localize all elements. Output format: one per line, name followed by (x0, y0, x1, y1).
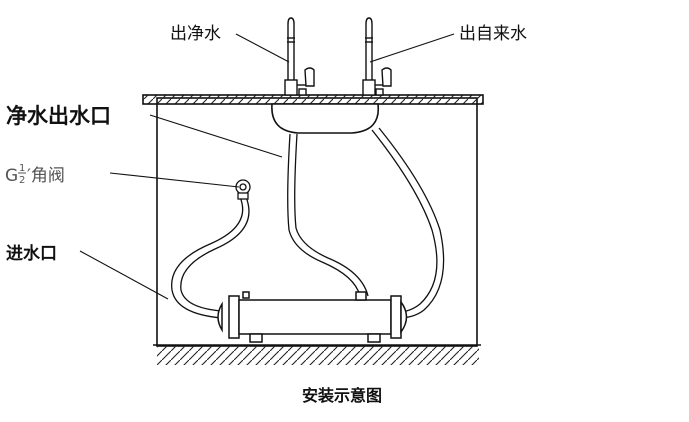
label-water-inlet: 进水口 (6, 243, 57, 264)
leader-angle-valve (109, 172, 240, 188)
angle-valve-suffix: ′角阀 (27, 166, 65, 186)
tap-water-hose (371, 127, 445, 319)
angle-valve-num: 1 (19, 163, 25, 174)
angle-valve-den: 2 (19, 175, 25, 186)
tap-water-faucet (362, 17, 392, 96)
pure-water-hose (287, 133, 369, 297)
leader-outlet (149, 114, 283, 158)
label-tap-water: 出自来水 (459, 24, 527, 44)
label-angle-valve: G 1 2 ′角阀 (5, 163, 65, 186)
leader-inlet (79, 250, 169, 300)
pure-water-faucet (284, 17, 315, 96)
floor-hatch (157, 345, 479, 365)
label-pure-water-outlet: 净水出水口 (6, 104, 111, 128)
label-pure-water: 出净水 (170, 24, 221, 44)
diagram-caption: 安装示意图 (302, 386, 382, 405)
angle-valve-prefix: G (5, 166, 18, 186)
leader-tap-water (369, 33, 455, 63)
angle-valve (235, 179, 251, 200)
filter-unit (217, 291, 408, 343)
countertop (142, 94, 484, 105)
sink-basin (271, 103, 380, 134)
leader-pure-water (235, 33, 290, 63)
inlet-hose (171, 196, 250, 319)
